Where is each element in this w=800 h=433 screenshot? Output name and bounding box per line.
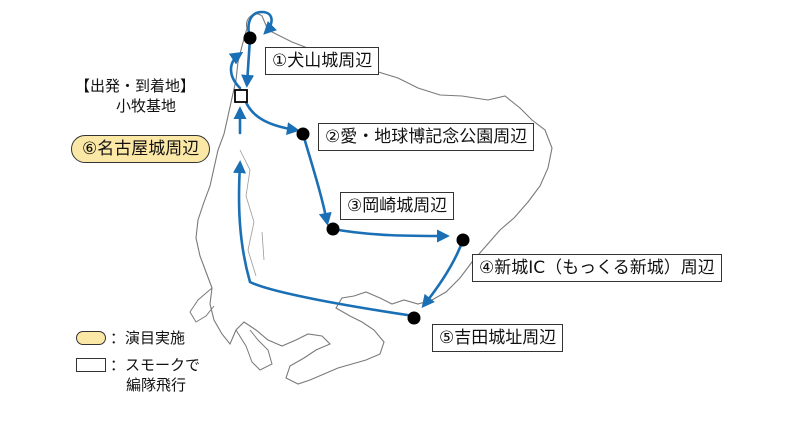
base-label-line1: 【出発・到着地】 xyxy=(75,77,196,95)
legend-performance: ：演目実施 xyxy=(110,329,186,347)
stop-label-shinshiro: ④新城IC（もっくる新城）周辺 xyxy=(472,254,722,282)
route-aichi-to-okazaki xyxy=(301,132,332,226)
legend-swatch-smoke xyxy=(76,358,106,372)
stop-dot-shinshiro xyxy=(456,233,470,247)
inland-boundary xyxy=(239,149,265,277)
stop-label-nagoya: ⑥名古屋城周辺 xyxy=(71,135,211,163)
route-base-to-inuyama xyxy=(228,51,244,90)
route-inuyama-loop xyxy=(247,10,278,40)
stop-dot-okazaki xyxy=(326,222,340,236)
flight-route xyxy=(228,10,465,318)
stop-dot-inuyama xyxy=(243,31,257,45)
stop-label-okazaki: ③岡崎城周辺 xyxy=(340,192,455,220)
legend-smoke-line2: 編隊飛行 xyxy=(126,376,187,394)
stop-dot-aichi xyxy=(296,127,310,141)
legend-swatch-performance xyxy=(76,331,106,345)
coastline-detail xyxy=(189,287,273,371)
base-marker xyxy=(234,89,248,103)
base-label-line2: 小牧基地 xyxy=(116,97,177,115)
stop-label-aichi: ②愛・地球博記念公園周辺 xyxy=(318,123,535,151)
route-shinshiro-to-yoshida xyxy=(421,238,465,309)
route-base-to-aichi xyxy=(243,98,300,136)
route-yoshida-to-nagoya xyxy=(233,160,416,318)
route-inuyama-to-base xyxy=(241,36,255,88)
stop-dot-yoshida xyxy=(407,311,421,325)
legend-smoke-line1: ：スモークで xyxy=(110,356,201,374)
route-okazaki-to-shinshiro xyxy=(331,227,450,243)
stop-label-yoshida: ⑤吉田城址周辺 xyxy=(432,324,564,352)
stop-label-inuyama: ①犬山城周辺 xyxy=(265,47,380,75)
